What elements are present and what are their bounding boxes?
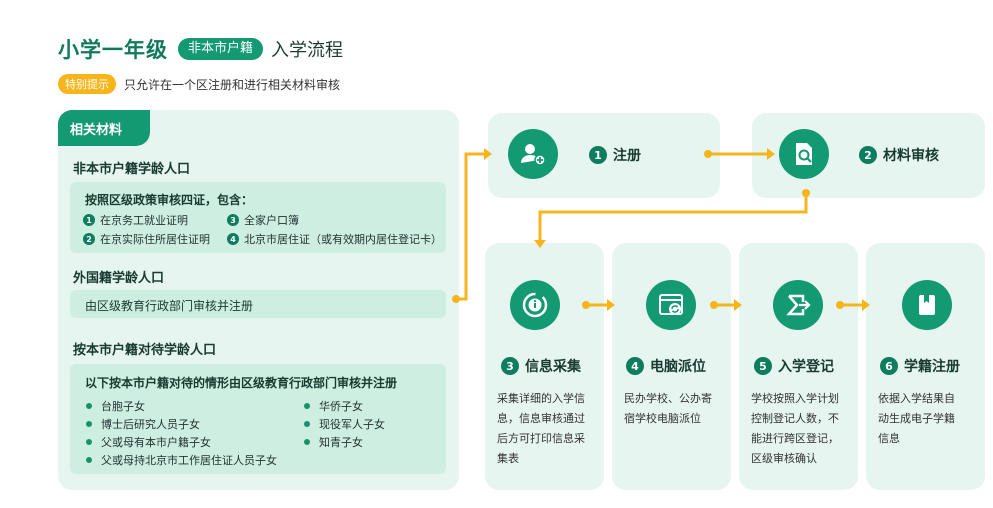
step-4-desc: 民办学校、公办寄宿学校电脑派位 bbox=[624, 392, 712, 425]
title-badge: 非本市户籍 bbox=[178, 38, 264, 60]
arrow-head bbox=[484, 148, 492, 160]
foreign-title: 外国籍学龄人口 bbox=[73, 271, 165, 286]
connector-dot bbox=[836, 301, 844, 309]
treated-item: 现役军人子女 bbox=[304, 416, 385, 432]
connector-2-3 bbox=[538, 193, 808, 240]
treated-item: 父或母有本市户籍子女 bbox=[86, 434, 211, 450]
nonlocal-title: 非本市户籍学龄人口 bbox=[73, 162, 191, 177]
treated-box-title: 以下按本市户籍对待的情形由区级教育行政部门审核并注册 bbox=[85, 376, 398, 390]
connector-dot bbox=[452, 295, 460, 303]
materials-tab: 相关材料 bbox=[58, 110, 150, 146]
arrow-head bbox=[862, 299, 870, 311]
treated-item: 知青子女 bbox=[304, 434, 363, 450]
foreign-box bbox=[70, 290, 446, 318]
tip-text: 只允许在一个区注册和进行相关材料审核 bbox=[124, 77, 341, 92]
treated-title: 按本市户籍对待学龄人口 bbox=[73, 343, 217, 358]
treated-item: 台胞子女 bbox=[86, 398, 145, 414]
treated-item: 博士后研究人员子女 bbox=[86, 416, 200, 432]
foreign-box-text: 由区级教育行政部门审核并注册 bbox=[85, 299, 254, 313]
title-row: 小学一年级 非本市户籍 入学流程 bbox=[58, 36, 343, 62]
page-title: 小学一年级 bbox=[58, 38, 168, 62]
step-3-desc: 采集详细的入学信息，信息审核通过后方可打印信息采集表 bbox=[497, 392, 585, 465]
tip-row: 特别提示 只允许在一个区注册和进行相关材料审核 bbox=[58, 74, 340, 94]
arrow-head bbox=[607, 299, 615, 311]
nonlocal-box-title: 按照区级政策审核四证，包含： bbox=[85, 193, 254, 207]
treated-item: 华侨子女 bbox=[304, 398, 363, 414]
browser-refresh-icon bbox=[646, 280, 696, 330]
treated-box bbox=[70, 364, 446, 474]
nonlocal-box bbox=[70, 182, 446, 253]
book-icon bbox=[902, 280, 952, 330]
tip-label: 特别提示 bbox=[58, 74, 116, 94]
step-5-desc: 学校按照入学计划控制登记人数，不能进行跨区登记，区级审核确认 bbox=[751, 392, 839, 465]
connector-dot bbox=[710, 301, 718, 309]
arrow-head bbox=[734, 299, 742, 311]
user-add-icon bbox=[508, 129, 558, 179]
connector-dot bbox=[704, 150, 712, 158]
arrow-head bbox=[534, 240, 546, 248]
registration-icon bbox=[773, 280, 823, 330]
treated-item: 父或母持北京市工作居住证人员子女 bbox=[86, 452, 277, 468]
connector-materials-to-register bbox=[456, 152, 484, 301]
page-subtitle: 入学流程 bbox=[271, 40, 344, 61]
connector-dot bbox=[582, 301, 590, 309]
step-6-desc: 依据入学结果自动生成电子学籍信息 bbox=[878, 392, 955, 445]
connector-dot bbox=[802, 189, 810, 197]
document-search-icon bbox=[779, 129, 829, 179]
arrow-head bbox=[767, 148, 775, 160]
info-icon bbox=[510, 280, 560, 330]
